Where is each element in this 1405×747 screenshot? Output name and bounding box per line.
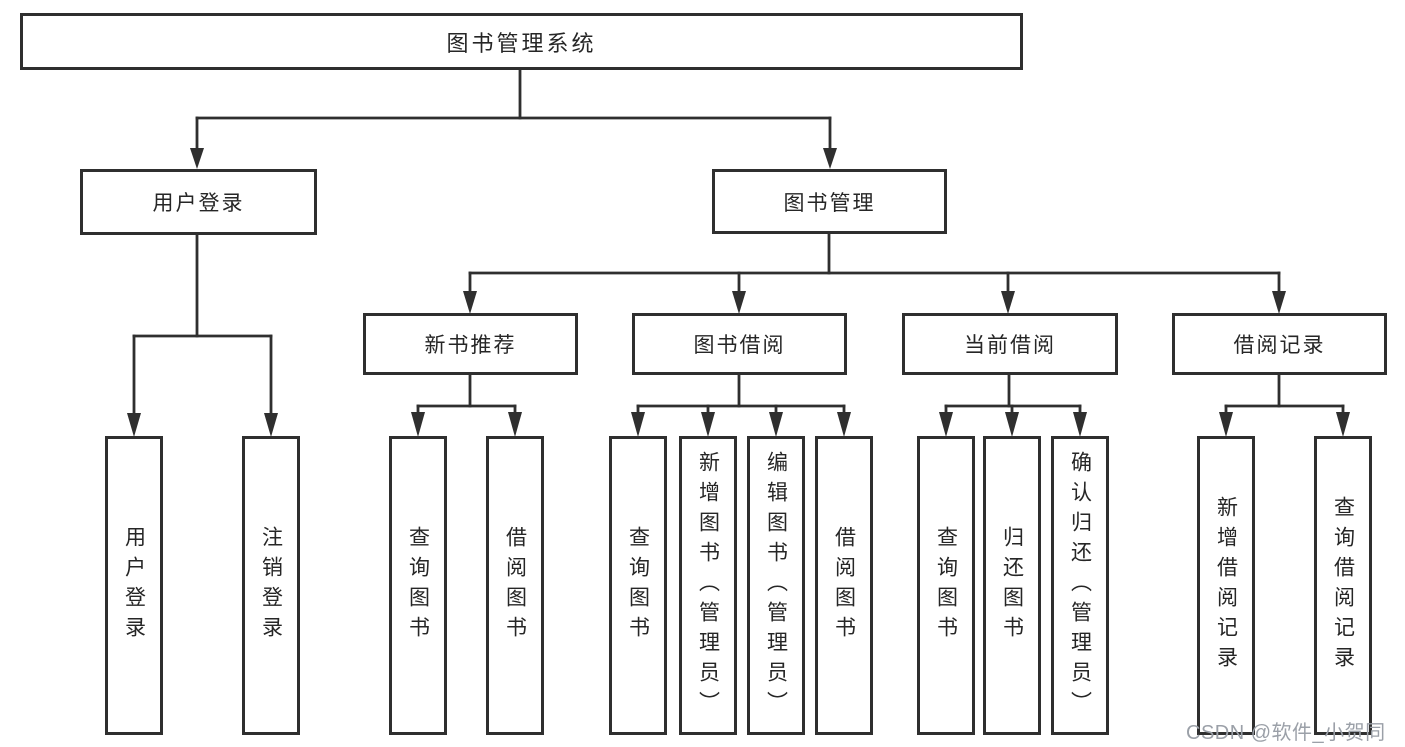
leaf-query-borrow-record-label: 查询借阅记录 xyxy=(1331,495,1355,676)
leaf-query-book-2-label: 查询图书 xyxy=(626,525,650,646)
leaf-user-login-label: 用户登录 xyxy=(122,525,146,646)
leaf-add-book-admin: 新增图书（管理员） xyxy=(679,436,737,735)
node-book-management: 图书管理 xyxy=(712,169,947,234)
watermark: CSDN @软件_小贺同学 xyxy=(1186,722,1386,744)
leaf-borrow-book-2: 借阅图书 xyxy=(815,436,873,735)
leaf-borrow-book-1-label: 借阅图书 xyxy=(503,525,527,646)
leaf-logout: 注销登录 xyxy=(242,436,300,735)
node-current-borrow-label: 当前借阅 xyxy=(964,334,1056,357)
leaf-confirm-return-admin: 确认归还（管理员） xyxy=(1051,436,1109,735)
node-user-login-label: 用户登录 xyxy=(152,192,245,215)
leaf-confirm-return-admin-label: 确认归还（管理员） xyxy=(1068,450,1092,721)
leaf-user-login: 用户登录 xyxy=(105,436,163,735)
leaf-add-borrow-record: 新增借阅记录 xyxy=(1197,436,1255,735)
leaf-query-book-1: 查询图书 xyxy=(389,436,447,735)
node-user-login: 用户登录 xyxy=(80,169,317,235)
node-root-label: 图书管理系统 xyxy=(446,30,597,56)
node-book-borrow-label: 图书借阅 xyxy=(693,334,786,357)
node-root: 图书管理系统 xyxy=(20,13,1023,70)
leaf-edit-book-admin: 编辑图书（管理员） xyxy=(747,436,805,735)
leaf-borrow-book-2-label: 借阅图书 xyxy=(832,525,856,646)
leaf-logout-label: 注销登录 xyxy=(259,525,283,646)
leaf-add-borrow-record-label: 新增借阅记录 xyxy=(1214,495,1238,676)
leaf-borrow-book-1: 借阅图书 xyxy=(486,436,544,735)
leaf-return-book: 归还图书 xyxy=(983,436,1041,735)
leaf-query-book-3-label: 查询图书 xyxy=(934,525,958,646)
node-new-book-recommend-label: 新书推荐 xyxy=(424,334,517,357)
leaf-return-book-label: 归还图书 xyxy=(1000,525,1024,646)
leaf-add-book-admin-label: 新增图书（管理员） xyxy=(696,450,720,721)
leaf-query-borrow-record: 查询借阅记录 xyxy=(1314,436,1372,735)
node-borrow-records: 借阅记录 xyxy=(1172,313,1387,375)
node-current-borrow: 当前借阅 xyxy=(902,313,1118,375)
leaf-edit-book-admin-label: 编辑图书（管理员） xyxy=(764,450,788,721)
node-book-management-label: 图书管理 xyxy=(783,191,876,215)
node-book-borrow: 图书借阅 xyxy=(632,313,847,375)
leaf-query-book-3: 查询图书 xyxy=(917,436,975,735)
leaf-query-book-1-label: 查询图书 xyxy=(406,525,430,646)
node-new-book-recommend: 新书推荐 xyxy=(363,313,578,375)
node-borrow-records-label: 借阅记录 xyxy=(1233,334,1326,357)
leaf-query-book-2: 查询图书 xyxy=(609,436,667,735)
